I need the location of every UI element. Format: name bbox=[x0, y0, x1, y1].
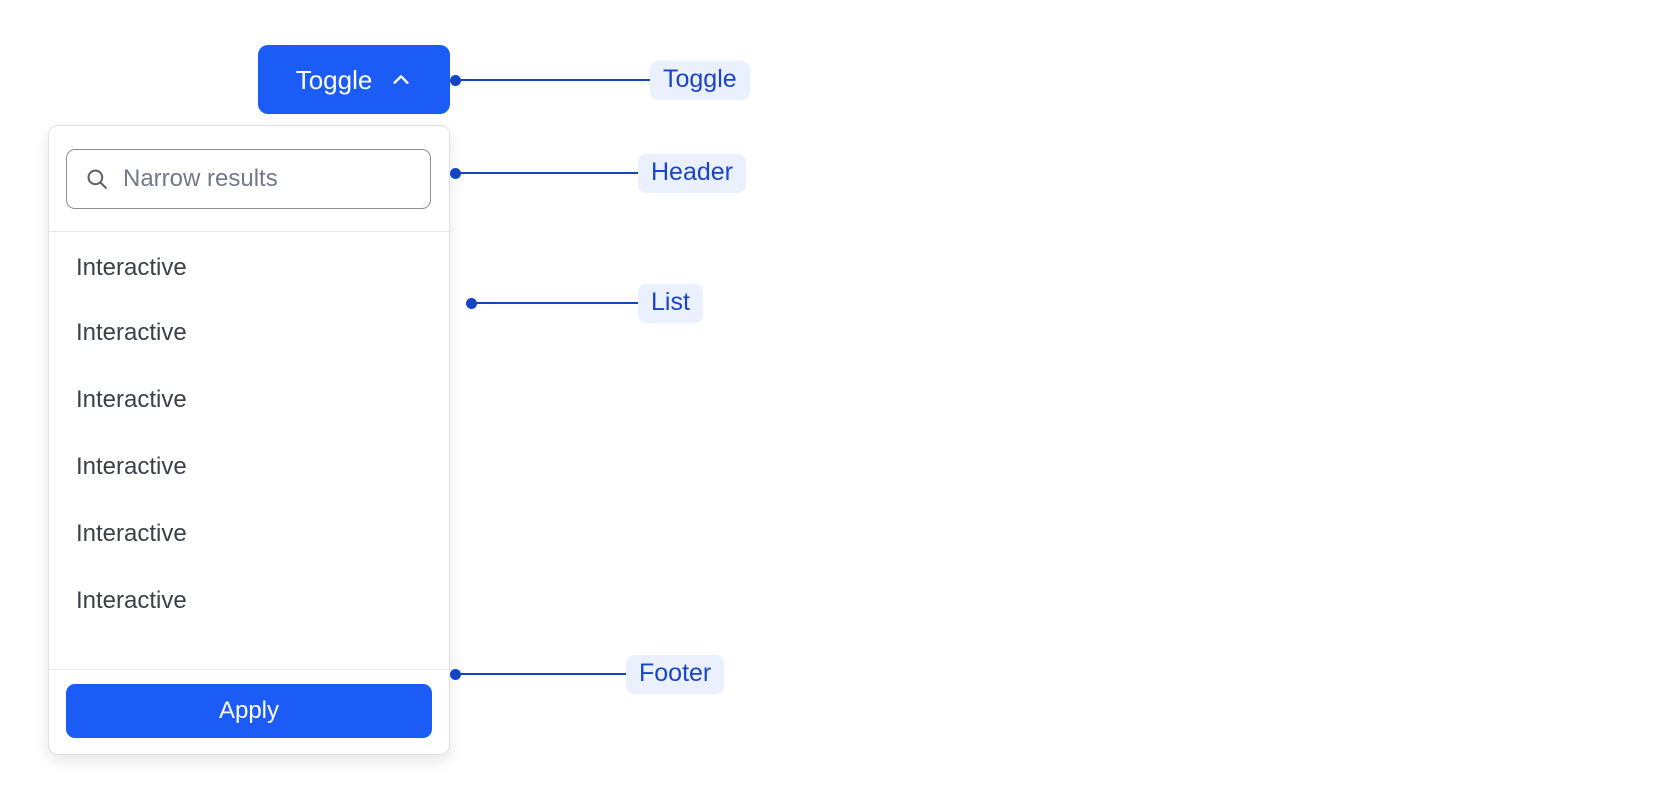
annotation-label: Header bbox=[638, 153, 746, 193]
dropdown-footer: Apply bbox=[49, 670, 449, 752]
search-box[interactable] bbox=[66, 149, 431, 209]
dropdown-header bbox=[49, 126, 449, 232]
dropdown-panel: Interactive Interactive Interactive Inte… bbox=[48, 125, 450, 755]
annotation-line bbox=[476, 302, 638, 304]
search-input[interactable] bbox=[123, 150, 399, 208]
list-item[interactable]: Interactive bbox=[49, 366, 449, 433]
list-item-label: Interactive bbox=[76, 452, 187, 480]
list-item[interactable]: Interactive bbox=[49, 232, 449, 299]
dropdown-list: Interactive Interactive Interactive Inte… bbox=[49, 232, 449, 670]
annotation-dot bbox=[450, 668, 461, 680]
annotation-dot bbox=[466, 297, 477, 309]
apply-button-label: Apply bbox=[218, 697, 280, 724]
annotation-dot bbox=[450, 167, 461, 179]
annotation-line bbox=[460, 79, 650, 81]
annotation-label: Footer bbox=[626, 654, 725, 694]
annotation-line bbox=[460, 673, 626, 675]
list-item[interactable]: Interactive bbox=[49, 567, 449, 634]
list-item-label: Interactive bbox=[76, 519, 187, 547]
list-item-label: Interactive bbox=[76, 385, 187, 413]
annotation-label: List bbox=[638, 283, 703, 323]
list-item-label: Interactive bbox=[76, 318, 187, 346]
annotation-dot bbox=[450, 74, 461, 86]
list-item-label: Interactive bbox=[76, 253, 187, 281]
search-icon bbox=[84, 166, 110, 192]
chevron-up-icon bbox=[390, 69, 412, 91]
toggle-button[interactable]: Toggle bbox=[258, 45, 450, 114]
list-item[interactable]: Interactive bbox=[49, 299, 449, 366]
annotation-label: Toggle bbox=[650, 60, 750, 100]
toggle-button-label: Toggle bbox=[295, 64, 373, 95]
annotation-line bbox=[460, 172, 638, 174]
list-item-label: Interactive bbox=[76, 586, 187, 614]
apply-button[interactable]: Apply bbox=[66, 684, 432, 738]
list-item[interactable]: Interactive bbox=[49, 500, 449, 567]
list-item[interactable]: Interactive bbox=[49, 433, 449, 500]
